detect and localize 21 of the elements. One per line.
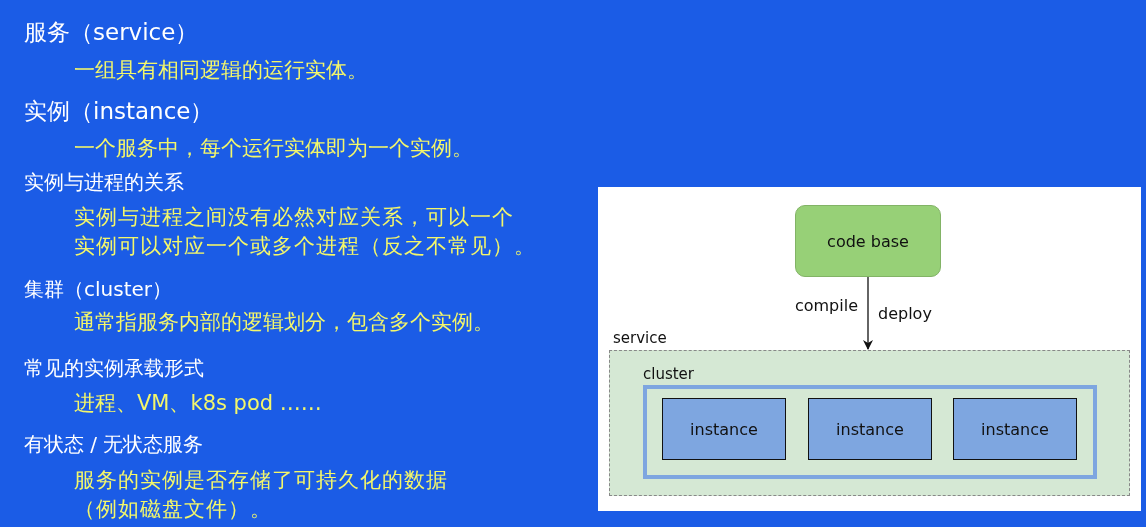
process-box: instance xyxy=(953,398,1077,460)
heading-text: 集群（cluster） xyxy=(24,276,173,303)
note-text: 实例与进程之间没有必然对应关系，可以一个实例可以对应一个或多个进程（反之不常见）。 xyxy=(74,204,536,260)
arrow xyxy=(863,276,873,350)
note-text: 进程、VM、k8s pod …… xyxy=(74,390,322,417)
heading-text: 实例（instance） xyxy=(24,97,214,126)
note-text: 一组具有相同逻辑的运行实体。 xyxy=(74,57,368,84)
process-box: instance xyxy=(808,398,932,460)
heading-text: 服务（service） xyxy=(24,18,199,47)
group-title: service xyxy=(613,329,667,347)
edge-label: compile xyxy=(794,295,858,315)
note-text: 通常指服务内部的逻辑划分，包含多个实例。 xyxy=(74,309,494,336)
caption-text: deploy xyxy=(878,304,932,323)
note-text: 一个服务中，每个运行实体即为一个实例。 xyxy=(74,135,473,162)
heading-text: 实例与进程的关系 xyxy=(24,169,184,196)
note-text: 服务的实例是否存储了可持久化的数据（例如磁盘文件）。 xyxy=(74,467,449,523)
heading-text: 常见的实例承载形式 xyxy=(24,355,204,382)
process-box: instance xyxy=(662,398,786,460)
process-box: code base xyxy=(795,205,941,277)
heading-text: 有状态 / 无状态服务 xyxy=(24,431,204,458)
group-title: cluster xyxy=(643,365,694,383)
